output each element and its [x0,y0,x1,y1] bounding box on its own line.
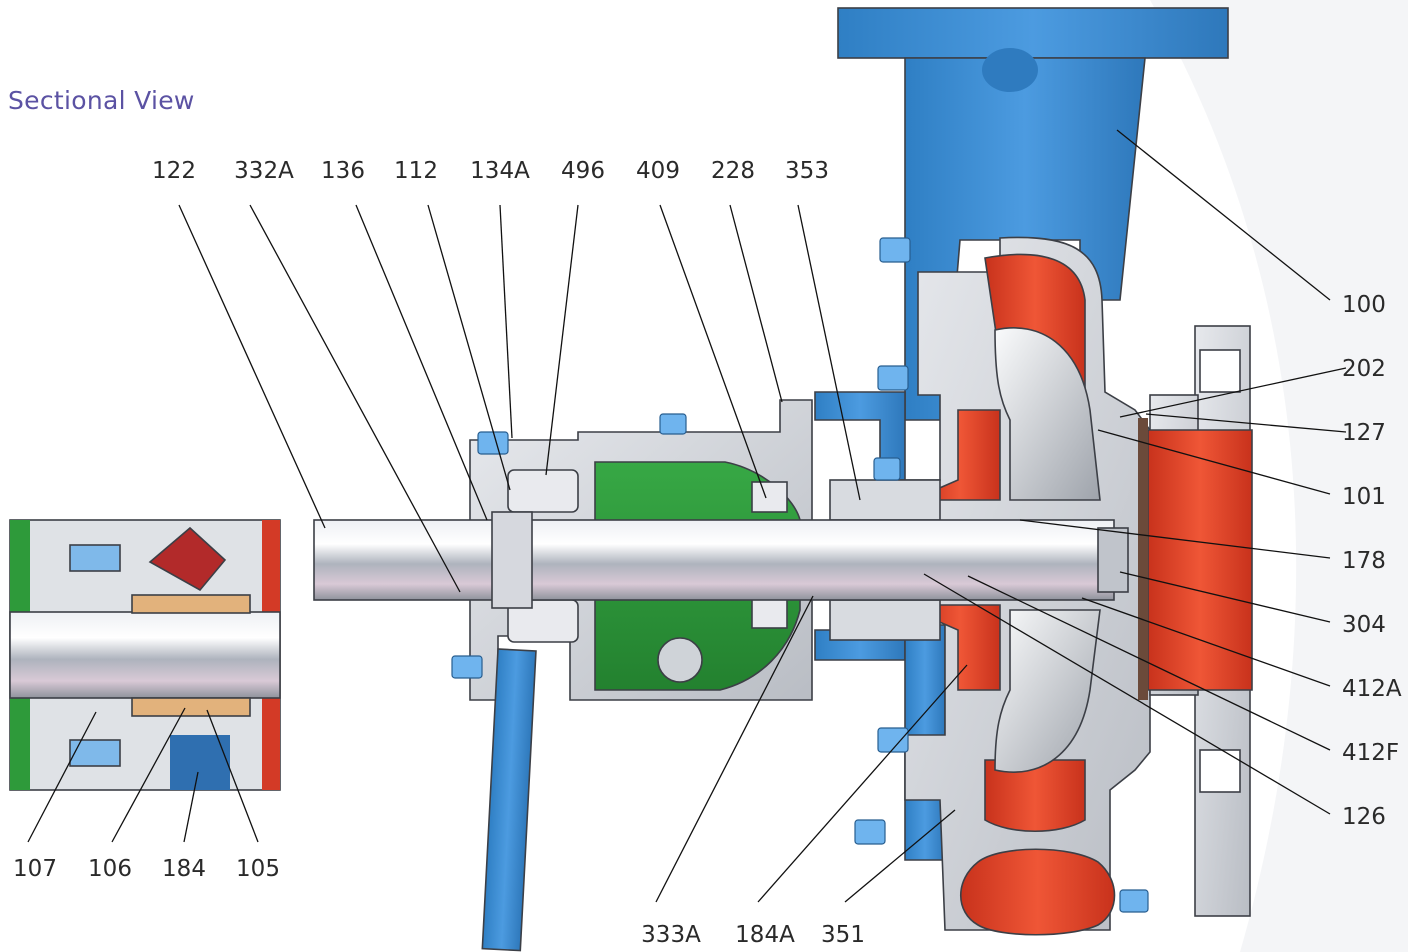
callout-178: 178 [1342,548,1386,574]
callout-107: 107 [13,856,57,882]
callout-333a: 333A [641,922,701,948]
callout-184a: 184A [735,922,795,948]
callout-409: 409 [636,158,680,184]
callout-412f: 412F [1342,740,1399,766]
callout-202: 202 [1342,356,1386,382]
callout-184: 184 [162,856,206,882]
callouts-top: 122 332A 136 112 134A 496 409 228 353 [152,158,829,184]
callout-100: 100 [1342,292,1386,318]
inset-detail [9,519,281,791]
callout-332a: 332A [234,158,294,184]
leader-lines [27,129,1347,903]
callout-105: 105 [236,856,280,882]
callout-228: 228 [711,158,755,184]
callout-122: 122 [152,158,196,184]
callouts-bottom: 333A 184A 351 [641,922,865,948]
background-band [1150,0,1408,952]
callout-496: 496 [561,158,605,184]
callout-126: 126 [1342,804,1386,830]
callout-412a: 412A [1342,676,1402,702]
callout-127: 127 [1342,420,1386,446]
callout-112: 112 [394,158,438,184]
callouts-right: 100 202 127 101 178 304 412A 412F 126 [1342,292,1402,830]
shaft [313,511,1129,609]
seal-chamber [829,479,941,641]
callouts-inset: 107 106 184 105 [13,856,280,882]
callout-351: 351 [821,922,865,948]
callout-101: 101 [1342,484,1386,510]
callout-304: 304 [1342,612,1386,638]
bolts [451,237,1149,913]
bearings [507,469,788,643]
page-title: Sectional View [8,86,195,115]
callout-353: 353 [785,158,829,184]
casing-cover [1138,418,1253,700]
callout-136: 136 [321,158,365,184]
callout-106: 106 [88,856,132,882]
impeller [917,327,1101,773]
callout-134a: 134A [470,158,530,184]
